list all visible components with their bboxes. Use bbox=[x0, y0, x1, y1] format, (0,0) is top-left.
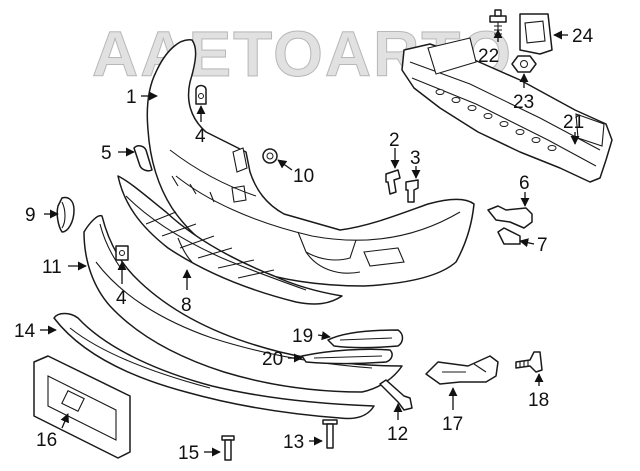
lower-splitter bbox=[53, 312, 375, 420]
callout-19: 19 bbox=[292, 326, 313, 347]
lower-grille bbox=[117, 175, 343, 305]
callout-6: 6 bbox=[519, 173, 530, 194]
leader-lines bbox=[40, 29, 580, 457]
push-pin-2 bbox=[385, 169, 401, 195]
grommet bbox=[262, 148, 278, 164]
callout-5: 5 bbox=[101, 143, 112, 164]
reinforcement-beam bbox=[401, 37, 613, 183]
push-pin-3 bbox=[405, 179, 419, 203]
trim-strip-lower bbox=[301, 348, 393, 365]
bumper-cover bbox=[146, 39, 475, 287]
license-plate-bracket bbox=[33, 355, 131, 459]
callout-4b: 4 bbox=[116, 288, 127, 309]
callout-2: 2 bbox=[389, 130, 400, 151]
trim-piece bbox=[133, 145, 153, 172]
nut bbox=[511, 55, 537, 73]
mounting-bracket bbox=[519, 13, 553, 55]
retaining-clip-lower bbox=[115, 245, 129, 261]
support-bracket bbox=[425, 355, 499, 385]
side-bracket bbox=[487, 205, 533, 229]
callout-12: 12 bbox=[387, 424, 408, 445]
callout-21: 21 bbox=[563, 112, 584, 133]
callout-8: 8 bbox=[181, 295, 192, 316]
callout-labels: 1 2 3 4 4 5 6 7 8 9 10 11 12 13 14 15 16… bbox=[14, 26, 594, 464]
callout-17: 17 bbox=[442, 414, 463, 435]
callout-15: 15 bbox=[178, 443, 199, 464]
callout-18: 18 bbox=[528, 390, 549, 411]
leader-7 bbox=[519, 238, 535, 248]
hex-bolt bbox=[515, 351, 543, 373]
callout-13: 13 bbox=[283, 432, 304, 453]
screw-13 bbox=[322, 419, 338, 449]
leader-16 bbox=[60, 413, 69, 429]
push-rivet bbox=[379, 379, 413, 411]
callout-10: 10 bbox=[293, 166, 314, 187]
leader-10 bbox=[277, 159, 293, 171]
retaining-clip-upper bbox=[195, 84, 207, 105]
leader-19 bbox=[317, 331, 331, 341]
callout-23: 23 bbox=[513, 92, 534, 113]
trim-strip-upper bbox=[327, 329, 404, 349]
callout-7: 7 bbox=[537, 235, 548, 256]
emblem bbox=[56, 196, 75, 233]
callout-9: 9 bbox=[25, 205, 36, 226]
callout-16: 16 bbox=[36, 430, 57, 451]
callout-4a: 4 bbox=[195, 126, 206, 147]
callout-1: 1 bbox=[126, 87, 137, 108]
callout-20: 20 bbox=[262, 349, 283, 370]
callout-22: 22 bbox=[478, 46, 499, 67]
bracket-clip bbox=[497, 227, 521, 245]
callout-3: 3 bbox=[410, 148, 421, 169]
callout-24: 24 bbox=[572, 26, 594, 47]
callout-11: 11 bbox=[42, 257, 62, 278]
callout-14: 14 bbox=[14, 321, 36, 342]
screw-15 bbox=[221, 435, 235, 461]
